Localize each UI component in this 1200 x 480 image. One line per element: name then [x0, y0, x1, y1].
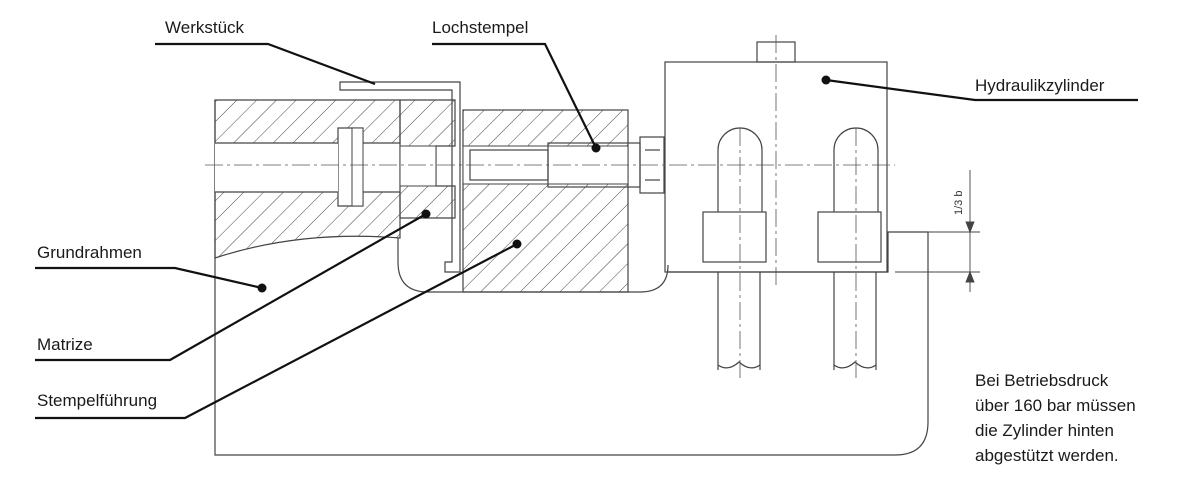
label-stempelfuehrung: Stempelführung: [37, 391, 157, 410]
hydraulic-cylinder: [664, 41, 888, 370]
label-werkstueck: Werkstück: [165, 18, 245, 37]
workpiece: [339, 81, 461, 273]
dimension-label: 1/3 b: [953, 191, 965, 215]
operating-note: Bei Betriebsdruck über 160 bar müssen di…: [975, 368, 1190, 468]
leader-dots: [257, 75, 831, 293]
label-lochstempel: Lochstempel: [432, 18, 528, 37]
note-line: Bei Betriebsdruck: [975, 371, 1109, 390]
label-grundrahmen: Grundrahmen: [37, 243, 142, 262]
die-block: [214, 99, 456, 259]
label-hydraulikzylinder: Hydraulikzylinder: [975, 76, 1105, 95]
punch-guide: [462, 109, 629, 293]
label-matrize: Matrize: [37, 335, 93, 354]
note-line: über 160 bar müssen: [975, 396, 1136, 415]
note-line: die Zylinder hinten: [975, 421, 1114, 440]
dimension-one-third-b: [895, 170, 980, 292]
center-lines: [205, 35, 895, 380]
note-line: abgestützt werden.: [975, 446, 1119, 465]
leader-lines: [35, 42, 1138, 420]
guide-support: [397, 238, 669, 293]
